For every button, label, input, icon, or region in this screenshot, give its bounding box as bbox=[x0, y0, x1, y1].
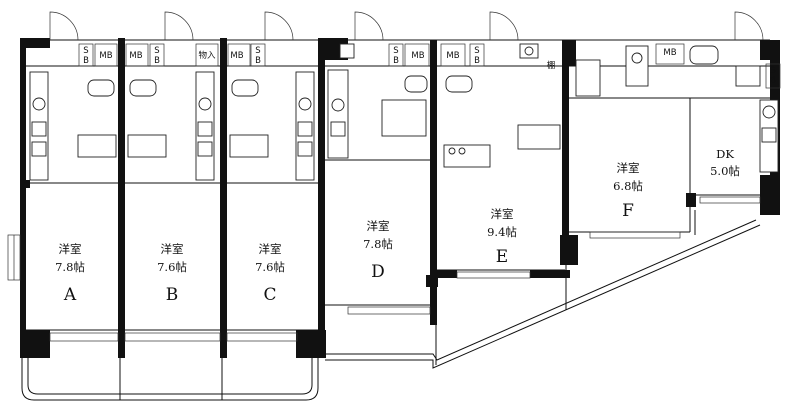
storage-b: 物入 bbox=[198, 50, 216, 61]
entry-doors bbox=[49, 11, 764, 41]
shelf-e: 棚 bbox=[547, 60, 556, 71]
sb-e-b: B bbox=[474, 56, 480, 66]
unit-e-room: 洋室 bbox=[491, 207, 514, 221]
unit-f-letter: F bbox=[622, 201, 634, 221]
sb-e-s: S bbox=[474, 46, 479, 56]
mb-d: MB bbox=[411, 51, 424, 61]
unit-c-label: 洋室 7.6帖 C bbox=[255, 242, 285, 305]
unit-c-letter: C bbox=[263, 285, 276, 305]
unit-d-size: 7.8帖 bbox=[363, 237, 393, 251]
unit-b-label: 洋室 7.6帖 B bbox=[157, 242, 187, 305]
unit-d-room: 洋室 bbox=[367, 219, 390, 233]
dk-size: 5.0帖 bbox=[710, 164, 740, 178]
unit-a-size: 7.8帖 bbox=[55, 260, 85, 274]
unit-b-letter: B bbox=[166, 285, 179, 305]
sb-c-s: S bbox=[255, 46, 260, 56]
sb-b-b: B bbox=[154, 56, 160, 66]
unit-a-letter: A bbox=[63, 285, 77, 305]
unit-d-letter: D bbox=[371, 262, 385, 282]
sb-d-s: S bbox=[393, 46, 398, 56]
balcony-def bbox=[325, 210, 761, 369]
unit-c-size: 7.6帖 bbox=[255, 260, 285, 274]
dk-room: DK bbox=[716, 147, 734, 161]
sb-dk-b: B bbox=[770, 76, 776, 86]
sb-a-s: S bbox=[83, 46, 88, 56]
windows bbox=[7, 196, 761, 342]
unit-d-label: 洋室 7.8帖 D bbox=[363, 219, 393, 282]
unit-a-room: 洋室 bbox=[59, 242, 82, 256]
balcony-abc bbox=[21, 358, 319, 401]
unit-b-room: 洋室 bbox=[161, 242, 184, 256]
utility-tags: S B MB MB S B 物入 MB S B S B MB MB S B 棚 … bbox=[83, 46, 776, 86]
mb-e: MB bbox=[446, 51, 459, 61]
unit-f-room: 洋室 bbox=[617, 161, 640, 175]
unit-f-size: 6.8帖 bbox=[613, 179, 643, 193]
sb-c-b: B bbox=[255, 56, 261, 66]
mb-c: MB bbox=[230, 51, 243, 61]
unit-b-size: 7.6帖 bbox=[157, 260, 187, 274]
unit-a-label: 洋室 7.8帖 A bbox=[55, 242, 85, 305]
sb-a-b: B bbox=[83, 56, 89, 66]
mb-a: MB bbox=[99, 51, 112, 61]
sb-dk-s: S bbox=[770, 66, 775, 76]
unit-e-size: 9.4帖 bbox=[487, 225, 517, 239]
fixtures bbox=[29, 43, 779, 181]
utility-frames bbox=[78, 43, 781, 89]
unit-c-room: 洋室 bbox=[259, 242, 282, 256]
dk-label: DK 5.0帖 bbox=[710, 147, 740, 178]
mb-f: MB bbox=[663, 48, 676, 58]
sb-b-s: S bbox=[154, 46, 159, 56]
unit-e-letter: E bbox=[496, 247, 508, 267]
unit-f-label: 洋室 6.8帖 F bbox=[613, 161, 643, 221]
mb-b: MB bbox=[129, 51, 142, 61]
unit-e-label: 洋室 9.4帖 E bbox=[487, 207, 517, 267]
sb-d-b: B bbox=[393, 56, 399, 66]
